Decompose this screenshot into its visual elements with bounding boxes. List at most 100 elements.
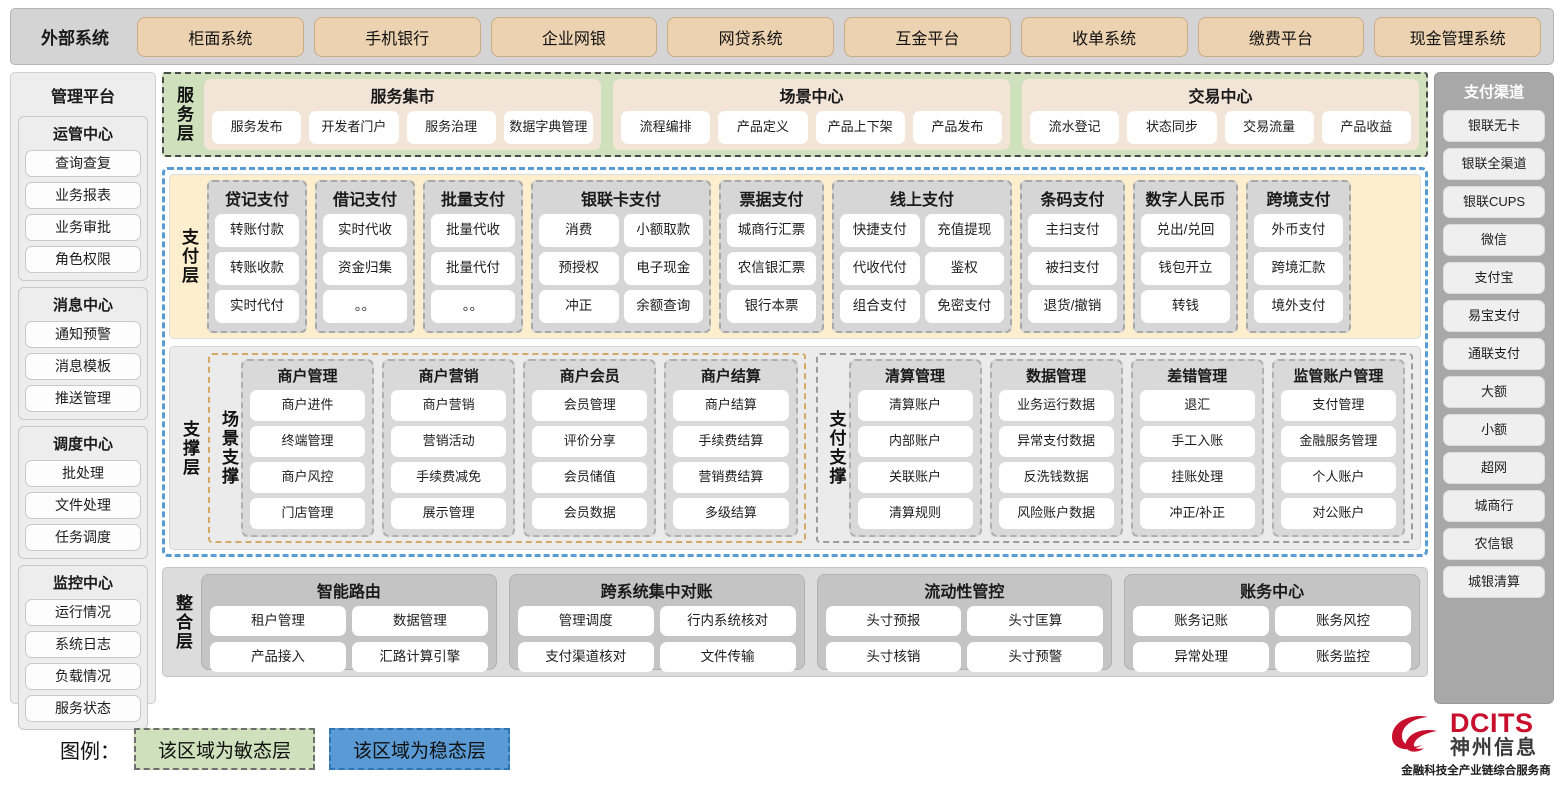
service-item[interactable]: 产品上下架 [815, 111, 905, 144]
payment-item[interactable]: 主扫支付 [1028, 214, 1117, 247]
integration-item[interactable]: 账务风控 [1275, 606, 1411, 636]
support-item[interactable]: 商户风控 [250, 462, 366, 493]
support-item[interactable]: 营销费结算 [673, 462, 789, 493]
integration-item[interactable]: 租户管理 [210, 606, 346, 636]
support-item[interactable]: 商户进件 [250, 390, 366, 421]
support-item[interactable]: 门店管理 [250, 498, 366, 529]
payment-channel-item[interactable]: 通联支付 [1443, 338, 1545, 370]
payment-item[interactable]: 跨境汇款 [1254, 252, 1343, 285]
integration-item[interactable]: 账务记账 [1133, 606, 1270, 636]
support-item[interactable]: 个人账户 [1280, 462, 1396, 493]
integration-item[interactable]: 汇路计算引擎 [351, 642, 488, 672]
management-item[interactable]: 推送管理 [25, 385, 141, 412]
payment-item[interactable]: 批量代收 [431, 214, 515, 247]
service-item[interactable]: 产品收益 [1321, 111, 1411, 144]
payment-item[interactable]: 快捷支付 [840, 214, 920, 247]
support-item[interactable]: 异常支付数据 [998, 426, 1114, 457]
external-system-item[interactable]: 手机银行 [313, 16, 481, 57]
support-item[interactable]: 冲正/补正 [1139, 498, 1255, 529]
payment-item[interactable]: 免密支付 [924, 290, 1004, 323]
integration-item[interactable]: 头寸匡算 [967, 606, 1104, 636]
support-item[interactable]: 清算账户 [857, 390, 973, 421]
service-item[interactable]: 数据字典管理 [503, 111, 593, 144]
payment-item[interactable]: 实时代付 [215, 290, 299, 323]
payment-item[interactable]: 。。 [431, 290, 515, 323]
service-item[interactable]: 服务发布 [212, 111, 302, 144]
management-item[interactable]: 文件处理 [25, 492, 141, 519]
payment-item[interactable]: 转账收款 [215, 252, 299, 285]
support-item[interactable]: 会员储值 [532, 462, 648, 493]
payment-item[interactable]: 组合支付 [840, 290, 920, 323]
payment-channel-item[interactable]: 农信银 [1443, 528, 1545, 560]
support-item[interactable]: 商户营销 [391, 390, 507, 421]
support-item[interactable]: 手工入账 [1139, 426, 1255, 457]
payment-item[interactable]: 批量代付 [431, 252, 515, 285]
support-item[interactable]: 手续费减免 [391, 462, 507, 493]
payment-item[interactable]: 被扫支付 [1028, 252, 1117, 285]
payment-item[interactable]: 转账付款 [215, 214, 299, 247]
payment-item[interactable]: 。。 [323, 290, 407, 323]
management-item[interactable]: 负载情况 [25, 663, 141, 690]
payment-channel-item[interactable]: 银联全渠道 [1443, 148, 1545, 180]
support-item[interactable]: 营销活动 [391, 426, 507, 457]
payment-item[interactable]: 消费 [539, 214, 619, 247]
integration-item[interactable]: 数据管理 [351, 606, 488, 636]
service-item[interactable]: 产品发布 [912, 111, 1002, 144]
support-item[interactable]: 会员管理 [532, 390, 648, 421]
payment-item[interactable]: 资金归集 [323, 252, 407, 285]
management-item[interactable]: 任务调度 [25, 524, 141, 551]
external-system-item[interactable]: 柜面系统 [137, 16, 304, 57]
integration-item[interactable]: 产品接入 [210, 642, 346, 672]
payment-item[interactable]: 兑出/兑回 [1141, 214, 1230, 247]
management-item[interactable]: 查询查复 [25, 150, 141, 177]
integration-item[interactable]: 文件传输 [659, 642, 796, 672]
integration-item[interactable]: 管理调度 [517, 606, 654, 636]
service-item[interactable]: 交易流量 [1224, 111, 1314, 144]
payment-item[interactable]: 小额取款 [623, 214, 703, 247]
service-item[interactable]: 流水登记 [1030, 111, 1120, 144]
integration-item[interactable]: 头寸核销 [825, 642, 962, 672]
external-system-item[interactable]: 互金平台 [844, 16, 1011, 57]
payment-item[interactable]: 农信银汇票 [727, 252, 816, 285]
integration-item[interactable]: 账务监控 [1275, 642, 1411, 672]
integration-item[interactable]: 头寸预警 [967, 642, 1104, 672]
management-item[interactable]: 业务报表 [25, 182, 141, 209]
external-system-item[interactable]: 缴费平台 [1197, 16, 1365, 57]
service-item[interactable]: 服务治理 [406, 111, 496, 144]
management-item[interactable]: 消息模板 [25, 353, 141, 380]
support-item[interactable]: 会员数据 [532, 498, 648, 529]
support-item[interactable]: 手续费结算 [673, 426, 789, 457]
payment-item[interactable]: 钱包开立 [1141, 252, 1230, 285]
payment-channel-item[interactable]: 大额 [1443, 376, 1545, 408]
payment-item[interactable]: 代收代付 [840, 252, 920, 285]
payment-channel-item[interactable]: 银联CUPS [1443, 186, 1545, 218]
management-item[interactable]: 系统日志 [25, 631, 141, 658]
payment-channel-item[interactable]: 超网 [1443, 452, 1545, 484]
payment-item[interactable]: 退货/撤销 [1028, 290, 1117, 323]
integration-item[interactable]: 行内系统核对 [659, 606, 796, 636]
support-item[interactable]: 对公账户 [1280, 498, 1396, 529]
support-item[interactable]: 商户结算 [673, 390, 789, 421]
service-item[interactable]: 开发者门户 [309, 111, 399, 144]
external-system-item[interactable]: 企业网银 [490, 16, 658, 57]
support-item[interactable]: 清算规则 [857, 498, 973, 529]
support-item[interactable]: 多级结算 [673, 498, 789, 529]
payment-channel-item[interactable]: 银联无卡 [1443, 110, 1545, 142]
payment-item[interactable]: 境外支付 [1254, 290, 1343, 323]
support-item[interactable]: 反洗钱数据 [998, 462, 1114, 493]
management-item[interactable]: 服务状态 [25, 695, 141, 722]
payment-item[interactable]: 电子现金 [623, 252, 703, 285]
support-item[interactable]: 风险账户数据 [998, 498, 1114, 529]
support-item[interactable]: 金融服务管理 [1280, 426, 1396, 457]
payment-item[interactable]: 银行本票 [727, 290, 816, 323]
management-item[interactable]: 业务审批 [25, 214, 141, 241]
payment-item[interactable]: 外币支付 [1254, 214, 1343, 247]
integration-item[interactable]: 异常处理 [1133, 642, 1270, 672]
support-item[interactable]: 业务运行数据 [998, 390, 1114, 421]
support-item[interactable]: 挂账处理 [1139, 462, 1255, 493]
payment-item[interactable]: 冲正 [539, 290, 619, 323]
support-item[interactable]: 评价分享 [532, 426, 648, 457]
payment-item[interactable]: 鉴权 [924, 252, 1004, 285]
management-item[interactable]: 批处理 [25, 460, 141, 487]
payment-item[interactable]: 城商行汇票 [727, 214, 816, 247]
